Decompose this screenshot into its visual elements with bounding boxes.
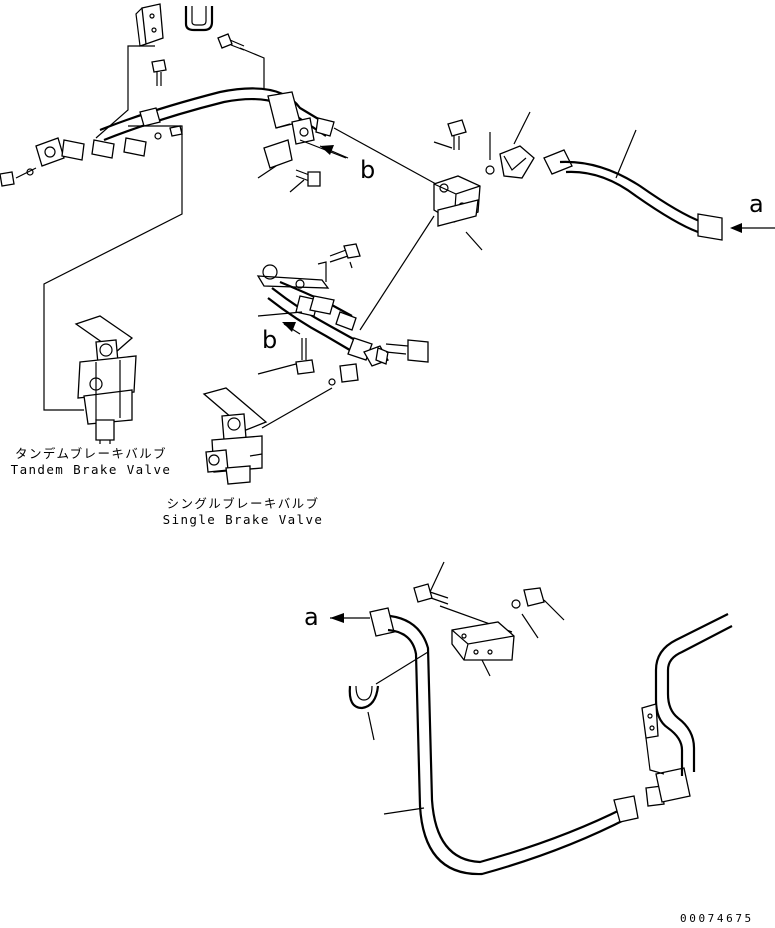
- hose-clamp-upper: [263, 91, 321, 187]
- lower-nut: [523, 587, 545, 607]
- middle-bracket: [256, 261, 330, 289]
- lower-u-clamp: [348, 685, 380, 710]
- elbow-fitting: [499, 145, 535, 179]
- tandem-valve-caption: タンデムブレーキバルブ Tandem Brake Valve: [6, 446, 176, 478]
- single-valve-caption: シングルブレーキバルブ Single Brake Valve: [158, 496, 328, 528]
- callout-b-lower: b: [262, 326, 278, 354]
- middle-fittings-right: [328, 339, 429, 386]
- single-brake-valve: [202, 387, 268, 485]
- middle-bolt-vertical: [295, 338, 315, 375]
- callout-a-upper: a: [749, 190, 764, 218]
- u-clamp: [184, 6, 214, 32]
- riser-pipe: [654, 613, 733, 776]
- middle-bolt-top: [329, 243, 361, 263]
- callout-a-lower: a: [304, 603, 319, 631]
- single-valve-caption-jp: シングルブレーキバルブ: [166, 496, 320, 511]
- bolt-near-clamp: [217, 33, 245, 51]
- left-fittings: [0, 125, 183, 187]
- riser-bracket: [641, 703, 665, 775]
- top-bolt: [151, 59, 167, 86]
- callout-b-upper: b: [360, 156, 376, 184]
- top-bracket: [135, 3, 164, 47]
- upper-right-pipe: [543, 149, 723, 241]
- tandem-valve-caption-en: Tandem Brake Valve: [10, 462, 172, 477]
- tandem-brake-valve: [74, 315, 137, 444]
- lower-pipe: [369, 607, 691, 876]
- lower-bracket: [451, 621, 515, 661]
- block-bolt: [447, 119, 467, 150]
- tandem-valve-caption-jp: タンデムブレーキバルブ: [15, 446, 167, 461]
- middle-hose: [267, 280, 373, 361]
- junction-block: [433, 175, 481, 227]
- lower-bolt: [413, 583, 449, 605]
- figure-code: 00074675: [680, 912, 754, 925]
- single-valve-caption-en: Single Brake Valve: [162, 512, 324, 527]
